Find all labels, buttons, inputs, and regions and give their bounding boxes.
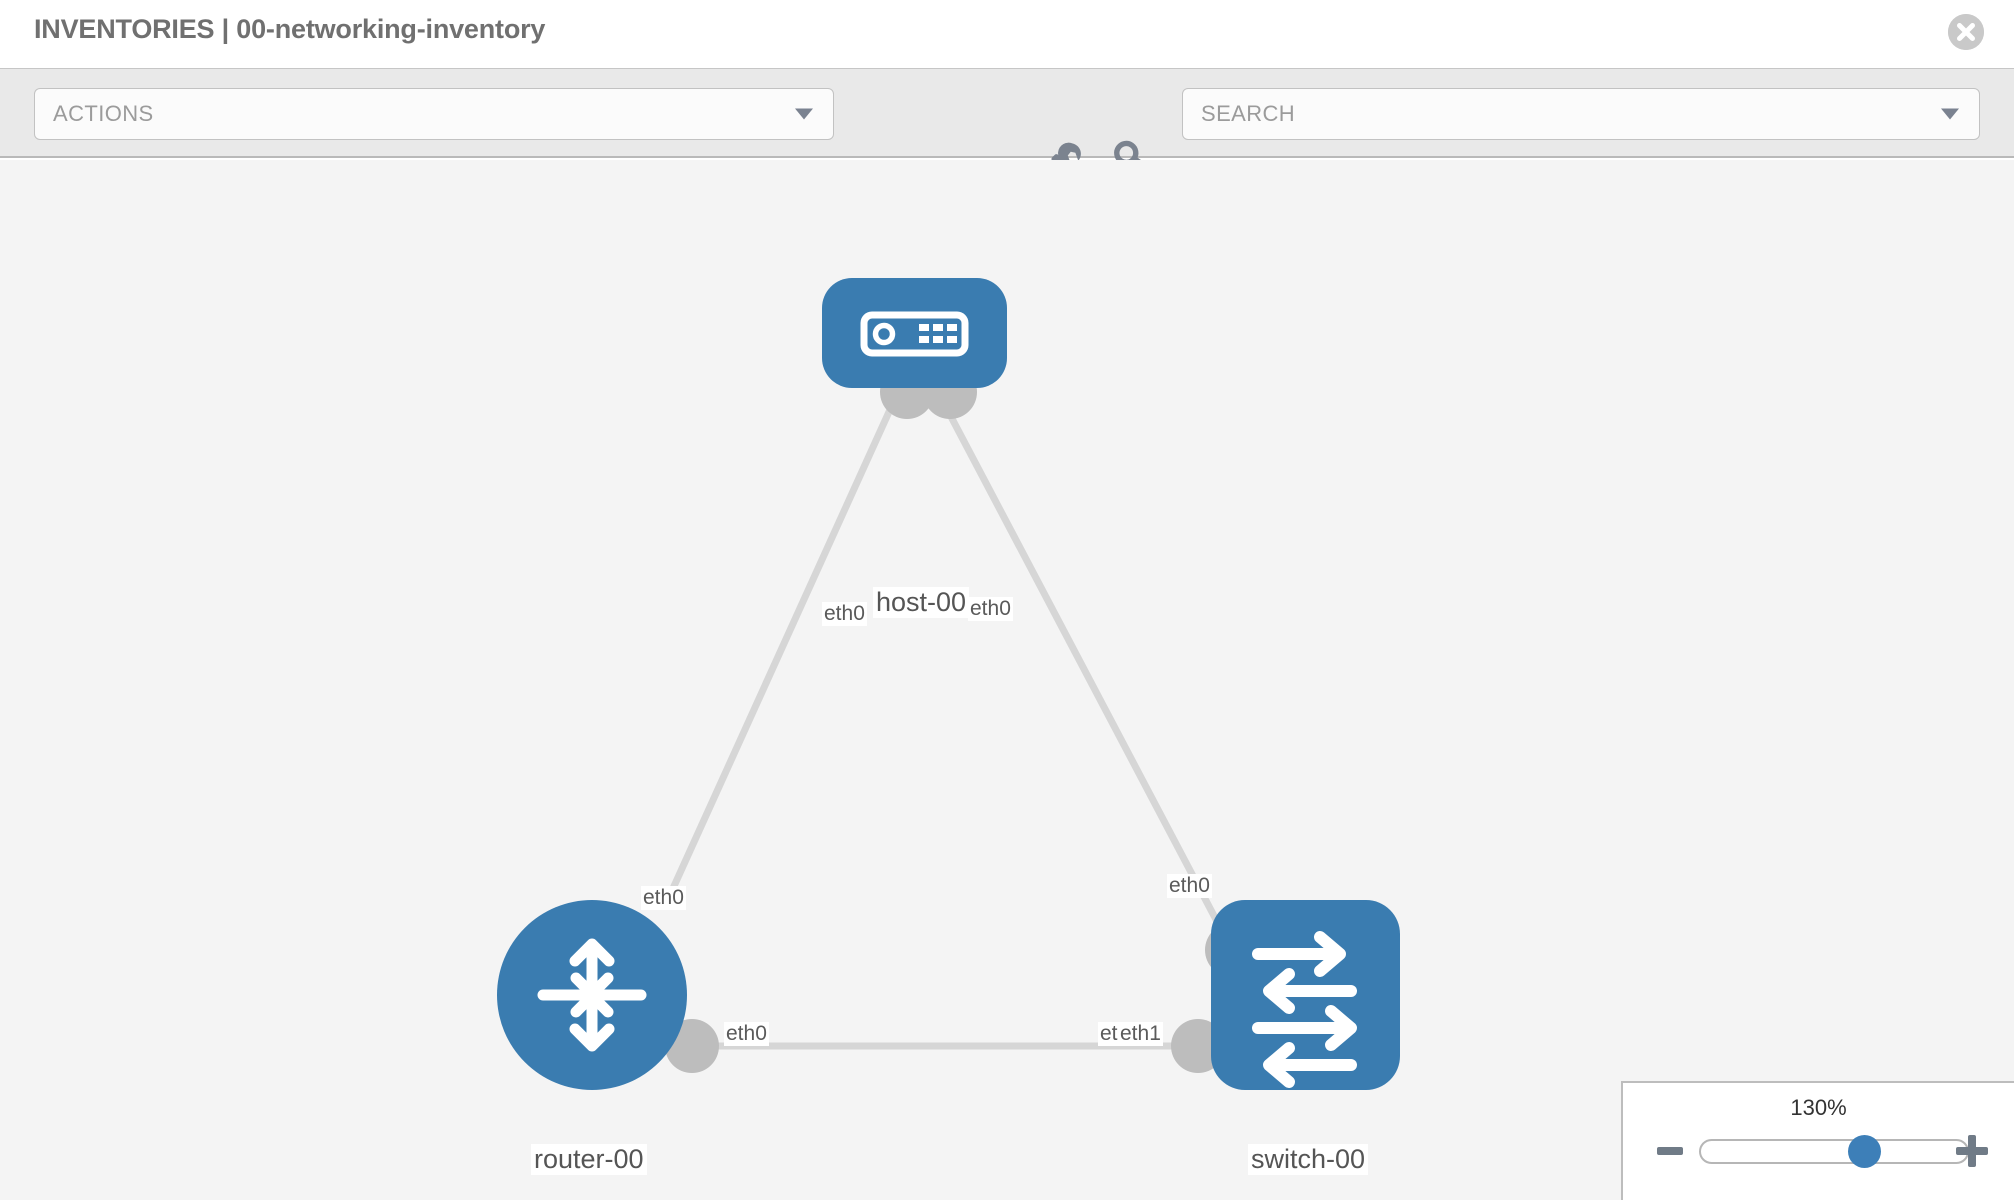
zoom-slider[interactable] bbox=[1699, 1135, 1969, 1168]
server-icon bbox=[860, 311, 969, 357]
edge-label: eth0 bbox=[1167, 874, 1212, 899]
edge-host-router bbox=[661, 390, 902, 908]
node-switch-00[interactable] bbox=[1211, 900, 1400, 1090]
zoom-level-value: 130% bbox=[1790, 1095, 1847, 1120]
topology-canvas[interactable]: eth0 eth0 eth0 eth0 eth0 etl eth1 host-0… bbox=[0, 160, 2014, 1200]
topology-graph bbox=[497, 278, 1400, 1090]
zoom-slider-thumb[interactable] bbox=[1848, 1135, 1881, 1168]
plus-icon[interactable] bbox=[1956, 1135, 1988, 1167]
toolbar: ACTIONS SEARCH bbox=[0, 68, 2014, 175]
edge-label: eth1 bbox=[1118, 1022, 1163, 1047]
actions-dropdown[interactable]: ACTIONS bbox=[34, 88, 834, 140]
switch-arrows-icon bbox=[1252, 931, 1357, 1088]
node-label-switch-00: switch-00 bbox=[1248, 1144, 1369, 1176]
minus-icon[interactable] bbox=[1657, 1147, 1683, 1155]
edge-host-switch bbox=[934, 390, 1236, 952]
chevron-down-icon bbox=[1941, 108, 1959, 120]
edge-label: eth0 bbox=[822, 602, 867, 627]
close-icon[interactable] bbox=[1948, 14, 1984, 50]
search-input-label: SEARCH bbox=[1201, 101, 1296, 126]
node-router-00[interactable] bbox=[497, 900, 687, 1090]
search-input[interactable]: SEARCH bbox=[1182, 88, 1980, 140]
chevron-down-icon bbox=[795, 108, 813, 120]
page-header: INVENTORIES | 00-networking-inventory bbox=[0, 0, 2014, 68]
zoom-slider-row bbox=[1623, 1131, 2014, 1177]
node-label-router-00: router-00 bbox=[531, 1144, 647, 1176]
edge-label: eth0 bbox=[724, 1022, 769, 1047]
page-title: INVENTORIES | 00-networking-inventory bbox=[34, 14, 546, 44]
edge-label: eth0 bbox=[968, 597, 1013, 622]
router-arrows-icon bbox=[537, 938, 647, 1052]
zoom-control-panel: 130% bbox=[1621, 1081, 2014, 1200]
node-label-host-00: host-00 bbox=[873, 587, 970, 619]
actions-dropdown-label: ACTIONS bbox=[53, 101, 154, 126]
node-host-00[interactable] bbox=[822, 278, 1007, 388]
edge-label: eth0 bbox=[641, 886, 686, 911]
